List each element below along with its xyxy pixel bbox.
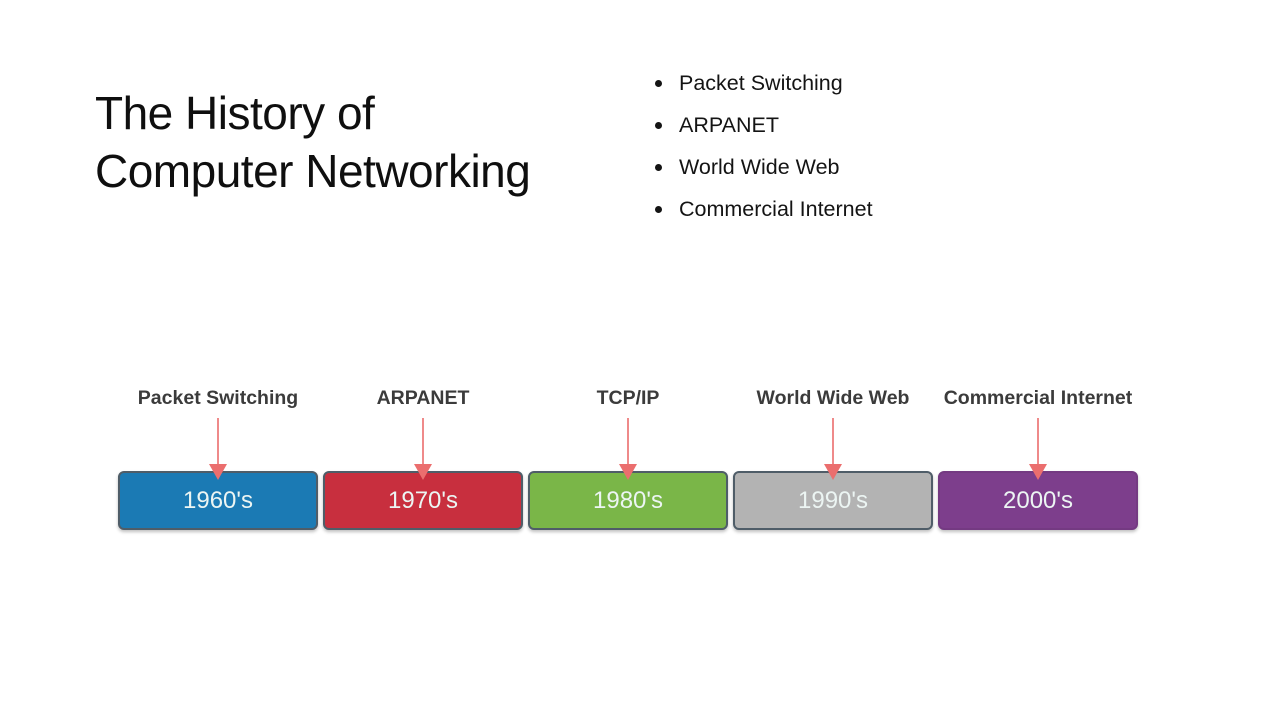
bullet-dot-icon — [655, 205, 662, 213]
timeline-item-1970s: ARPANET 1970's — [323, 387, 523, 537]
timeline-item-2000s: Commercial Internet 2000's — [938, 387, 1138, 537]
decade-text: 1960's — [183, 486, 253, 514]
list-item: Packet Switching — [655, 62, 873, 104]
decade-text: 2000's — [1003, 486, 1073, 514]
decade-text: 1980's — [593, 486, 663, 514]
timeline-item-1980s: TCP/IP 1980's — [528, 387, 728, 537]
bullet-list: Packet Switching ARPANET World Wide Web … — [655, 62, 873, 230]
list-item: Commercial Internet — [655, 188, 873, 230]
timeline: Packet Switching 1960's ARPANET 1970's T… — [118, 387, 1140, 537]
timeline-label: TCP/IP — [596, 387, 660, 409]
down-arrow-icon — [619, 418, 637, 480]
arrow-head — [824, 464, 842, 480]
arrow-line — [1036, 418, 1040, 465]
arrow-head — [619, 464, 637, 480]
bullet-dot-icon — [655, 79, 662, 87]
decade-box-1990s: 1990's — [733, 471, 933, 530]
down-arrow-icon — [209, 418, 227, 480]
bullet-text: World Wide Web — [679, 154, 840, 179]
down-arrow-icon — [824, 418, 842, 480]
bullet-text: ARPANET — [679, 112, 779, 137]
arrow-line — [421, 418, 425, 465]
arrow-head — [1029, 464, 1047, 480]
arrow-head — [414, 464, 432, 480]
decade-box-1980s: 1980's — [528, 471, 728, 530]
arrow-line — [626, 418, 630, 465]
bullet-text: Packet Switching — [679, 70, 843, 95]
bullet-dot-icon — [655, 121, 662, 129]
arrow-line — [216, 418, 220, 465]
arrow-line — [831, 418, 835, 465]
decade-box-1960s: 1960's — [118, 471, 318, 530]
timeline-item-1960s: Packet Switching 1960's — [118, 387, 318, 537]
decade-box-1970s: 1970's — [323, 471, 523, 530]
down-arrow-icon — [1029, 418, 1047, 480]
down-arrow-icon — [414, 418, 432, 480]
timeline-label: Commercial Internet — [943, 387, 1133, 409]
list-item: World Wide Web — [655, 146, 873, 188]
timeline-label: Packet Switching — [137, 387, 299, 409]
bullet-text: Commercial Internet — [679, 196, 873, 221]
list-item: ARPANET — [655, 104, 873, 146]
decade-text: 1970's — [388, 486, 458, 514]
title-line-1: The History of — [95, 87, 375, 139]
timeline-item-1990s: World Wide Web 1990's — [733, 387, 933, 537]
timeline-label: World Wide Web — [756, 387, 910, 409]
arrow-head — [209, 464, 227, 480]
title-line-2: Computer Networking — [95, 145, 531, 197]
timeline-label: ARPANET — [376, 387, 470, 409]
decade-text: 1990's — [798, 486, 868, 514]
bullet-dot-icon — [655, 163, 662, 171]
page-title: The History of Computer Networking — [95, 84, 531, 200]
